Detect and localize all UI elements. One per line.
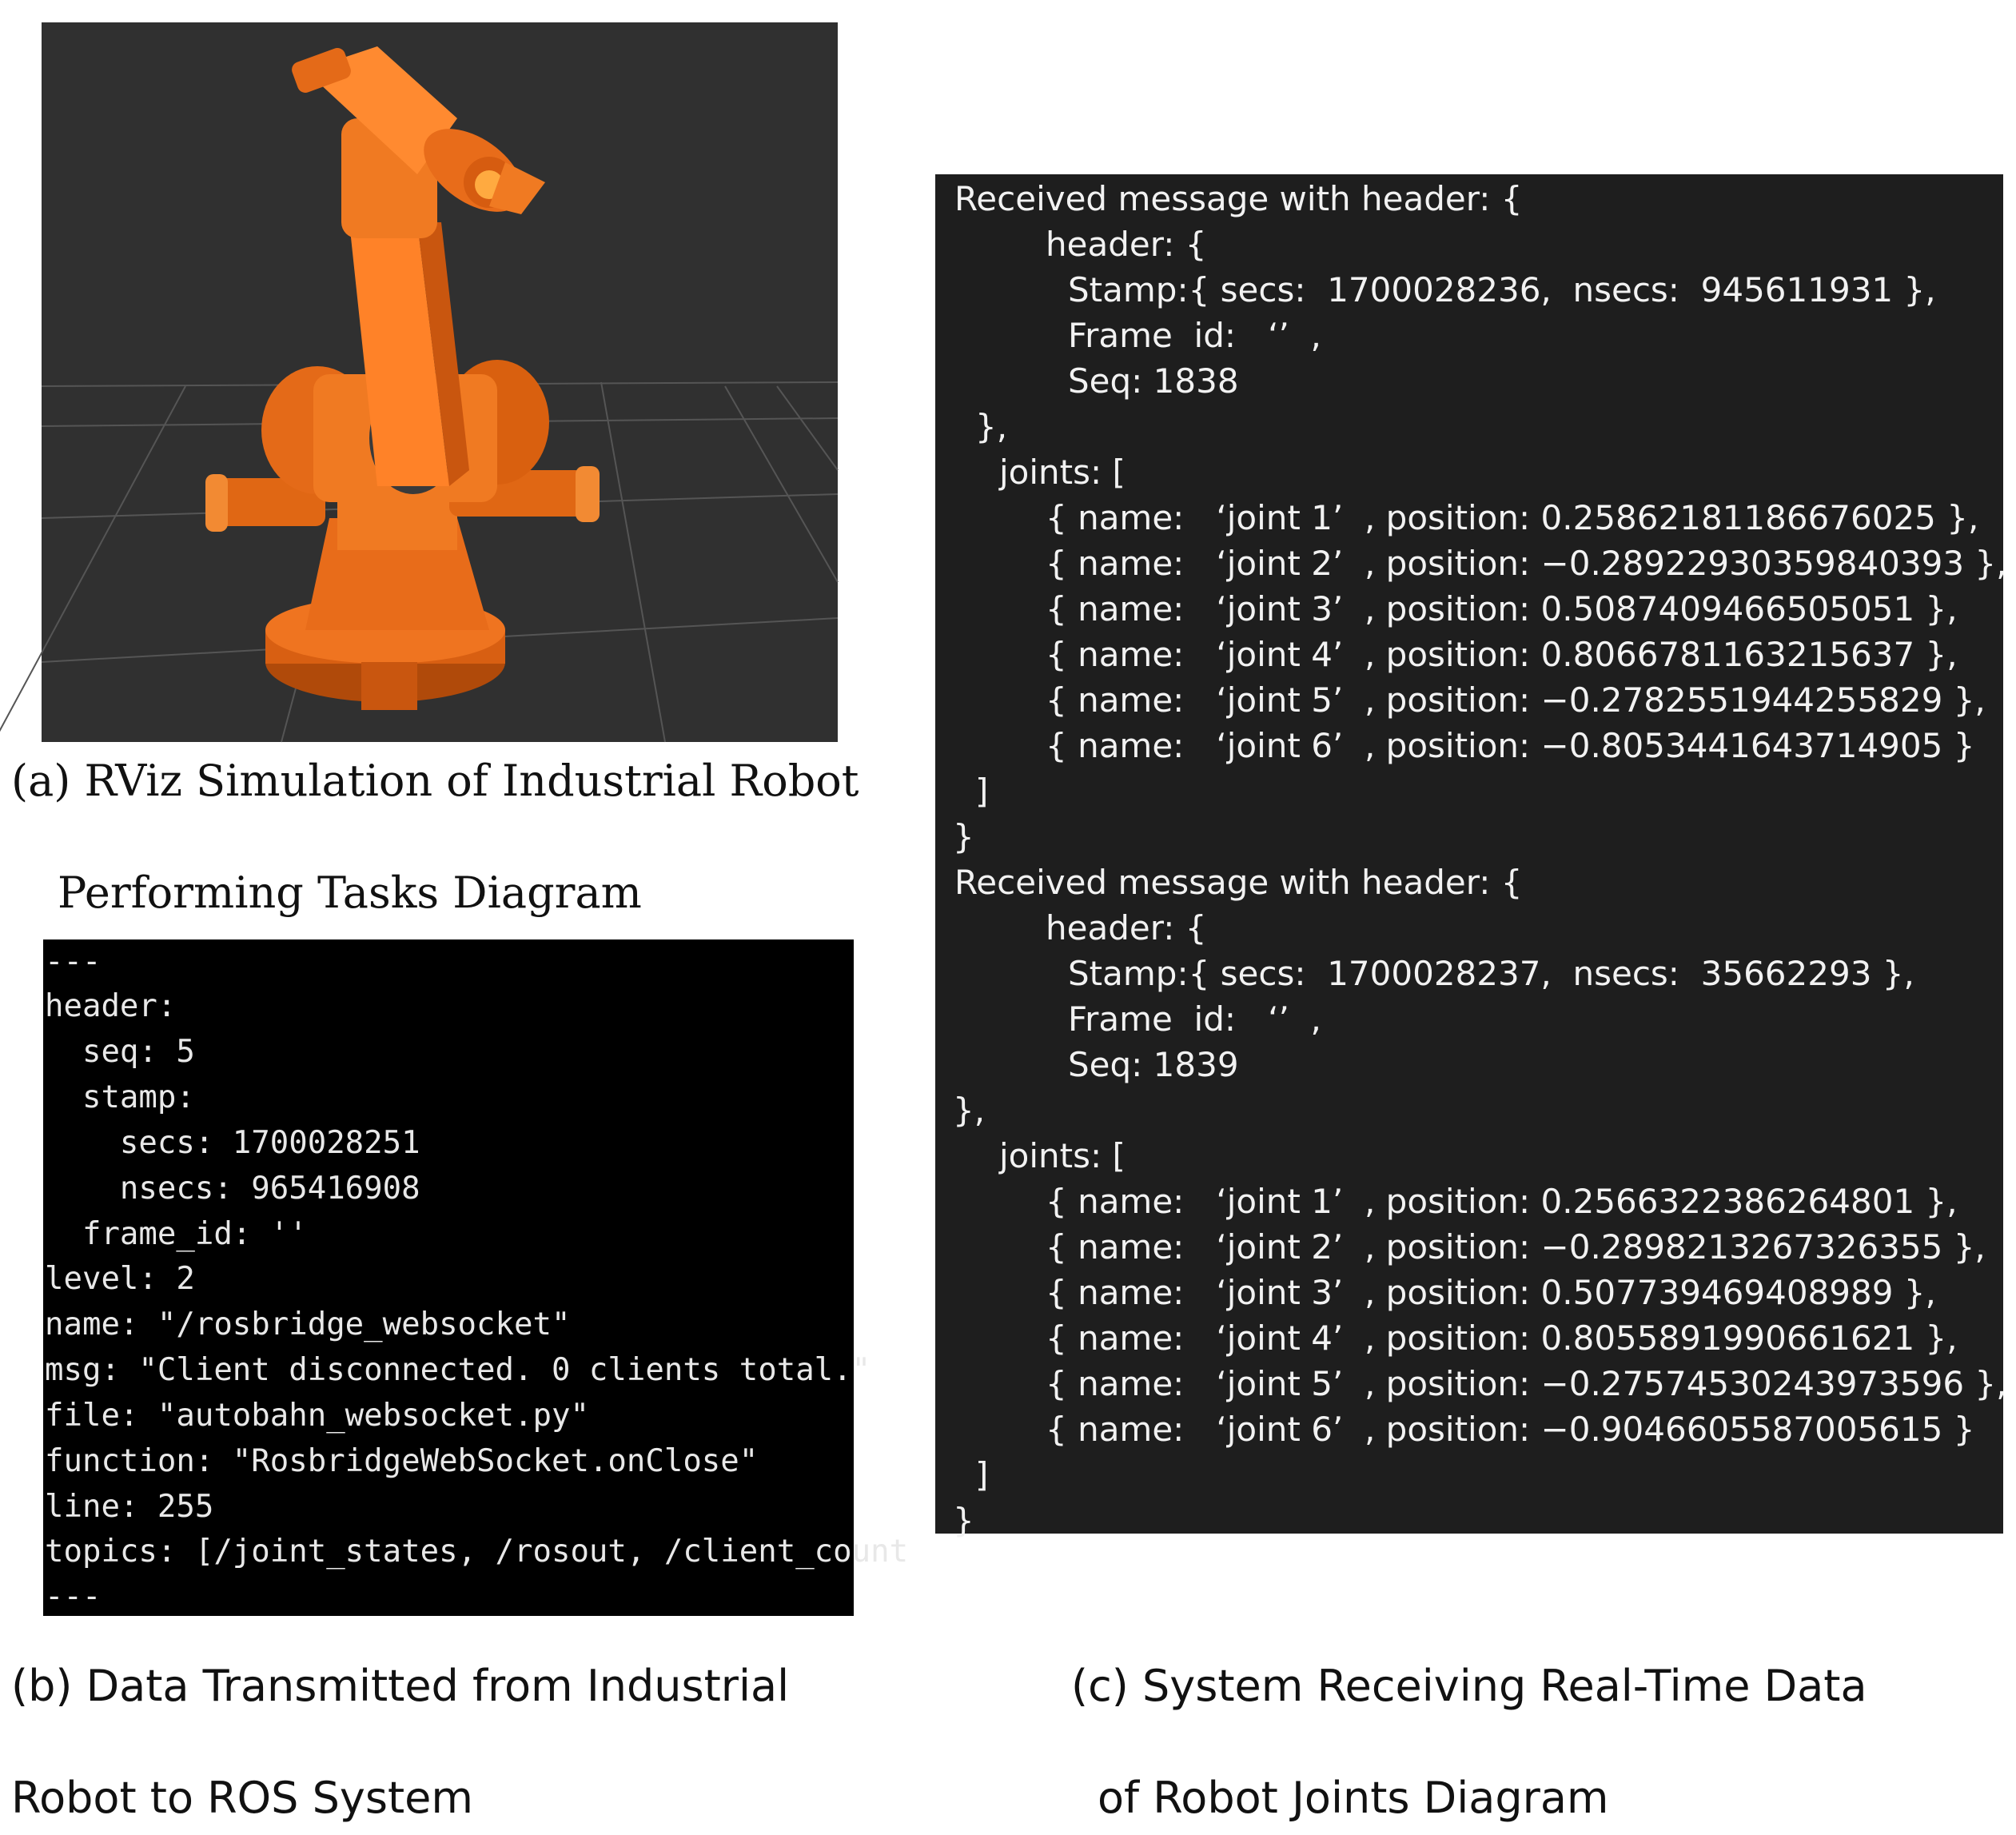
terminal-line: level: 2 xyxy=(45,1261,195,1297)
console-line: joints: [ xyxy=(999,1136,1126,1175)
console-line: { name: ‘joint 3’ , position: 0.50874094… xyxy=(1046,589,1958,628)
console-line: Seq: 1838 xyxy=(1068,361,1239,401)
industrial-robot xyxy=(205,46,600,710)
console-line: header: { xyxy=(1046,908,1207,947)
terminal-line: topics: [/joint_states, /rosout, /client… xyxy=(45,1534,909,1570)
terminal-line: nsecs: 965416908 xyxy=(45,1171,420,1207)
caption-b-line1: (b) Data Transmitted from Industrial xyxy=(11,1661,790,1711)
terminal-line: name: "/rosbridge_websocket" xyxy=(45,1306,571,1342)
console-line: { name: ‘joint 4’ , position: 0.80558919… xyxy=(1046,1318,1958,1358)
console-line: Stamp:{ secs: 1700028237, nsecs: 3566229… xyxy=(1068,954,1914,993)
console-line: { name: ‘joint 1’ , position: 0.25862181… xyxy=(1046,498,1979,537)
console-line: { name: ‘joint 5’ , position: −0.2757453… xyxy=(1046,1364,2007,1403)
console-line: }, xyxy=(975,407,1008,446)
rviz-viewport xyxy=(0,22,839,743)
console-line: { name: ‘joint 6’ , position: −0.9046605… xyxy=(1046,1410,1975,1449)
caption-c-line1: (c) System Receiving Real-Time Data xyxy=(1071,1661,1867,1711)
console-line: Frame id: ‘’ , xyxy=(1068,999,1321,1039)
console-line: }, xyxy=(953,1091,986,1130)
console-line: { name: ‘joint 6’ , position: −0.8053441… xyxy=(1046,726,1975,765)
console-line: { name: ‘joint 1’ , position: 0.25663223… xyxy=(1046,1182,1958,1221)
console-line: { name: ‘joint 4’ , position: 0.80667811… xyxy=(1046,635,1958,674)
terminal-line: frame_id: '' xyxy=(45,1216,308,1252)
terminal-line: function: "RosbridgeWebSocket.onClose" xyxy=(45,1443,759,1479)
terminal-line: msg: "Client disconnected. 0 clients tot… xyxy=(45,1352,871,1388)
terminal-line: --- xyxy=(45,1578,102,1614)
console-line: { name: ‘joint 2’ , position: −0.2892293… xyxy=(1046,544,2007,583)
terminal-line: line: 255 xyxy=(45,1489,214,1525)
terminal-line: file: "autobahn_websocket.py" xyxy=(45,1398,589,1434)
terminal-line: secs: 1700028251 xyxy=(45,1125,420,1161)
terminal-line: header: xyxy=(45,988,177,1024)
console-line: ] xyxy=(975,772,989,811)
console-line: Seq: 1839 xyxy=(1068,1045,1239,1084)
console-line: ] xyxy=(975,1455,989,1494)
console-line: Stamp:{ secs: 1700028236, nsecs: 9456119… xyxy=(1068,270,1936,309)
terminal-line: seq: 5 xyxy=(45,1034,195,1070)
console-line: { name: ‘joint 3’ , position: 0.50773946… xyxy=(1046,1273,1936,1312)
console-line: } xyxy=(953,817,974,856)
terminal-line: stamp: xyxy=(45,1079,195,1115)
joint-data-console: Received message with header: { header: … xyxy=(935,174,2007,1538)
console-line: { name: ‘joint 2’ , position: −0.2898213… xyxy=(1046,1227,1986,1267)
console-line: Frame id: ‘’ , xyxy=(1068,316,1321,355)
console-line: joints: [ xyxy=(999,453,1126,492)
console-line: Received message with header: { xyxy=(954,179,1523,218)
console-line: Received message with header: { xyxy=(954,863,1523,902)
robot-scene xyxy=(0,46,839,743)
caption-b-line2: Robot to ROS System xyxy=(11,1773,473,1823)
caption-a-line2: Performing Tasks Diagram xyxy=(58,868,642,918)
ros-terminal-output: --- header: seq: 5 stamp: secs: 17000282… xyxy=(43,939,908,1616)
terminal-line: --- xyxy=(45,943,102,979)
caption-c-line2: of Robot Joints Diagram xyxy=(1098,1773,1609,1823)
console-line: { name: ‘joint 5’ , position: −0.2782551… xyxy=(1046,680,1986,720)
console-line: } xyxy=(953,1501,974,1540)
console-line: header: { xyxy=(1046,225,1207,264)
caption-a-line1: (a) RViz Simulation of Industrial Robot xyxy=(11,756,859,806)
